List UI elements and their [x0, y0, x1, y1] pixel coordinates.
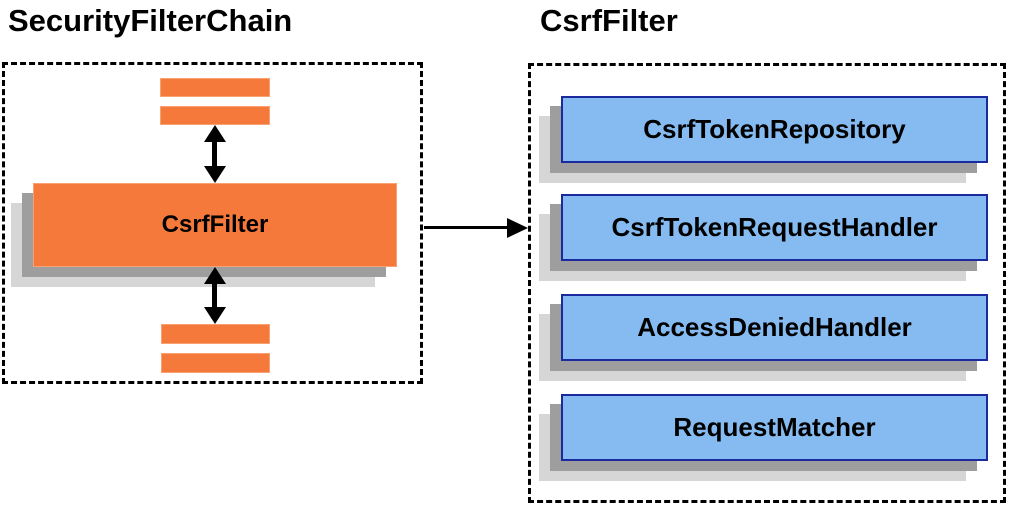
- component-box: CsrfTokenRequestHandler: [561, 194, 988, 261]
- component-label: RequestMatcher: [673, 412, 876, 442]
- csrf-filter-components-container: CsrfTokenRepository CsrfTokenRequestHand…: [528, 63, 1006, 503]
- arrow-shaft: [212, 281, 217, 310]
- filter-chain-bar: [161, 353, 270, 373]
- component-box: AccessDeniedHandler: [561, 294, 988, 361]
- component-label: CsrfTokenRepository: [643, 114, 906, 144]
- csrf-filter-node-label: CsrfFilter: [161, 211, 269, 238]
- component-box: RequestMatcher: [561, 394, 988, 461]
- component-box: CsrfTokenRepository: [561, 96, 988, 163]
- component-label: AccessDeniedHandler: [637, 312, 912, 342]
- arrow-shaft: [424, 226, 512, 229]
- arrowhead-down: [204, 166, 226, 183]
- delegates-arrow-icon: [424, 216, 528, 240]
- security-filter-chain-container: CsrfFilter: [2, 62, 423, 384]
- filter-chain-bar: [160, 106, 270, 125]
- bidirectional-arrow-icon: [203, 125, 227, 183]
- filter-chain-bar: [161, 324, 270, 344]
- arrow-shaft: [212, 139, 217, 169]
- csrf-filter-node: CsrfFilter: [33, 183, 397, 267]
- arrowhead-up: [204, 125, 226, 142]
- arrowhead-down: [204, 307, 226, 324]
- security-filter-chain-title: SecurityFilterChain: [8, 3, 293, 38]
- filter-chain-bar: [160, 78, 270, 97]
- component-label: CsrfTokenRequestHandler: [611, 212, 938, 242]
- arrowhead-up: [204, 267, 226, 284]
- csrf-filter-title: CsrfFilter: [540, 3, 678, 38]
- arrowhead-right: [507, 218, 528, 238]
- bidirectional-arrow-icon: [203, 267, 227, 324]
